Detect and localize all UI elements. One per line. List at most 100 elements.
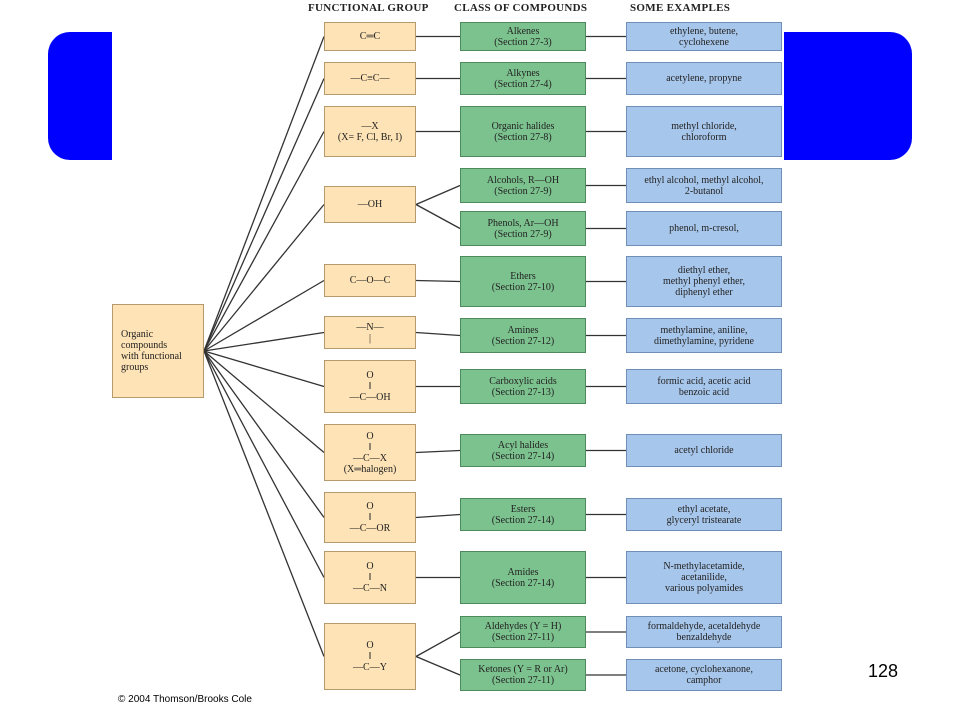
compound-class-box-line: (Section 27-14) bbox=[491, 577, 555, 589]
examples-box-line: cyclohexene bbox=[679, 36, 729, 48]
examples-box-line: glyceryl tristearate bbox=[666, 514, 742, 526]
compound-class-box-line: (Section 27-9) bbox=[494, 228, 552, 240]
compound-class-box-line: Ethers bbox=[510, 270, 536, 282]
root-connector bbox=[203, 36, 325, 352]
functional-group-box: O‖—C—X(X═halogen) bbox=[324, 424, 416, 481]
functional-group-box: C—O—C bbox=[324, 264, 416, 297]
root-connector bbox=[203, 350, 325, 578]
compound-class-box-line: Amides bbox=[507, 566, 539, 578]
compound-class-box-line: (Section 27-4) bbox=[494, 78, 552, 90]
examples-box: acetyl chloride bbox=[626, 434, 782, 467]
examples-box-line: benzoic acid bbox=[678, 386, 730, 398]
compound-class-box-line: (Section 27-11) bbox=[491, 632, 555, 643]
functional-group-box-line: —C—X bbox=[353, 452, 387, 464]
examples-box-line: ethyl alcohol, methyl alcohol, bbox=[644, 174, 764, 186]
examples-box: acetone, cyclohexanone,camphor bbox=[626, 659, 782, 691]
root-connector bbox=[203, 78, 325, 352]
compound-class-box-line: Acyl halides bbox=[497, 439, 549, 451]
examples-box-line: acetylene, propyne bbox=[666, 73, 742, 84]
functional-group-box-line: O bbox=[366, 561, 374, 572]
compound-class-box-line: (Section 27-14) bbox=[491, 450, 555, 462]
group-class-connector bbox=[415, 203, 461, 230]
group-class-connector bbox=[415, 513, 461, 519]
group-class-connector bbox=[415, 449, 461, 454]
functional-group-box-line: ‖ bbox=[368, 441, 372, 453]
examples-box-line: acetone, cyclohexanone, bbox=[654, 664, 753, 675]
page-number: 128 bbox=[868, 661, 899, 681]
compound-class-box-line: (Section 27-11) bbox=[491, 675, 555, 686]
functional-groups-figure: FUNCTIONAL GROUP CLASS OF COMPOUNDS SOME… bbox=[112, 0, 784, 694]
functional-group-box-line: ‖ bbox=[368, 651, 372, 662]
compound-class-box-line: Amines bbox=[507, 324, 539, 336]
functional-group-box-line: O bbox=[366, 501, 374, 512]
examples-box-line: diethyl ether, bbox=[677, 265, 731, 276]
functional-group-box-line: —N— bbox=[356, 321, 384, 333]
functional-group-box-line: —C≡C— bbox=[350, 73, 390, 84]
functional-group-box-line: O bbox=[366, 370, 374, 381]
examples-box-line: ethyl acetate, bbox=[677, 503, 731, 515]
group-class-connector bbox=[415, 184, 461, 206]
functional-group-box: —OH bbox=[324, 186, 416, 223]
examples-box-line: camphor bbox=[686, 675, 722, 686]
header-functional-group: FUNCTIONAL GROUP bbox=[308, 2, 429, 14]
functional-group-box: —X(X= F, Cl, Br, I) bbox=[324, 106, 416, 157]
functional-group-box: —N—| bbox=[324, 316, 416, 349]
root-label-line: groups bbox=[121, 362, 149, 373]
functional-group-box-line: —OH bbox=[357, 199, 383, 210]
compound-class-box-line: (Section 27-14) bbox=[491, 514, 555, 526]
functional-group-box-line: (X═halogen) bbox=[343, 463, 397, 475]
functional-group-box-line: ‖ bbox=[368, 381, 372, 392]
functional-group-box-line: O bbox=[366, 640, 374, 651]
examples-box: diethyl ether,methyl phenyl ether,diphen… bbox=[626, 256, 782, 307]
root-connector bbox=[203, 131, 325, 352]
functional-group-box-line: ‖ bbox=[368, 512, 372, 523]
functional-group-box: C═C bbox=[324, 22, 416, 51]
examples-box-line: acetanilide, bbox=[681, 572, 727, 583]
copyright-notice: © 2004 Thomson/Brooks Cole bbox=[118, 694, 252, 705]
functional-group-box-line: —C—N bbox=[353, 583, 387, 594]
compound-class-box: Alkynes(Section 27-4) bbox=[460, 62, 586, 95]
root-label-line: with functional bbox=[121, 351, 182, 362]
compound-class-box: Ketones (Y = R or Ar)(Section 27-11) bbox=[460, 659, 586, 691]
examples-box-line: methyl chloride, bbox=[671, 120, 737, 132]
examples-box-line: ethylene, butene, bbox=[669, 25, 739, 37]
header-some-examples: SOME EXAMPLES bbox=[630, 2, 731, 14]
compound-class-box-line: Ketones (Y = R or Ar) bbox=[478, 664, 568, 675]
examples-box: methyl chloride,chloroform bbox=[626, 106, 782, 157]
functional-group-box-line: | bbox=[368, 332, 371, 344]
compound-class-box-line: (Section 27-12) bbox=[491, 335, 555, 347]
compound-class-box-line: Alkenes bbox=[506, 25, 540, 37]
examples-box: acetylene, propyne bbox=[626, 62, 782, 95]
examples-box-line: phenol, m-cresol, bbox=[669, 223, 739, 234]
group-class-connector bbox=[415, 279, 461, 283]
root-connector bbox=[203, 350, 325, 518]
compound-class-box-line: (Section 27-3) bbox=[494, 36, 552, 48]
compound-class-box: Alkenes(Section 27-3) bbox=[460, 22, 586, 51]
examples-box-line: various polyamides bbox=[664, 583, 744, 594]
examples-box-line: methylamine, aniline, bbox=[660, 324, 748, 336]
root-connector bbox=[203, 204, 325, 352]
right-blue-tab bbox=[762, 32, 912, 160]
compound-class-box: Aldehydes (Y = H)(Section 27-11) bbox=[460, 616, 586, 648]
functional-group-box: —C≡C— bbox=[324, 62, 416, 95]
examples-box: ethyl acetate,glyceryl tristearate bbox=[626, 498, 782, 531]
root-connector bbox=[203, 350, 325, 453]
functional-group-box-line: ‖ bbox=[368, 572, 372, 583]
functional-group-box-line: —C—OR bbox=[349, 523, 391, 534]
compound-class-box-line: Alkynes bbox=[506, 67, 540, 79]
examples-box-line: N-methylacetamide, bbox=[663, 561, 745, 572]
examples-box: ethyl alcohol, methyl alcohol,2-butanol bbox=[626, 168, 782, 203]
compound-class-box: Phenols, Ar—OH(Section 27-9) bbox=[460, 211, 586, 246]
group-class-connector bbox=[415, 631, 461, 658]
examples-box-line: benzaldehyde bbox=[676, 632, 732, 643]
compound-class-box-line: Esters bbox=[510, 503, 536, 515]
header-class-of-compounds: CLASS OF COMPOUNDS bbox=[454, 2, 588, 14]
functional-group-box: O‖—C—OH bbox=[324, 360, 416, 413]
compound-class-box-line: Aldehydes (Y = H) bbox=[484, 621, 562, 632]
functional-group-box-line: —C—Y bbox=[353, 662, 387, 673]
root-connector bbox=[203, 279, 325, 352]
compound-class-box-line: (Section 27-8) bbox=[494, 131, 552, 143]
compound-class-box: Acyl halides(Section 27-14) bbox=[460, 434, 586, 467]
examples-box-line: 2-butanol bbox=[684, 185, 724, 197]
